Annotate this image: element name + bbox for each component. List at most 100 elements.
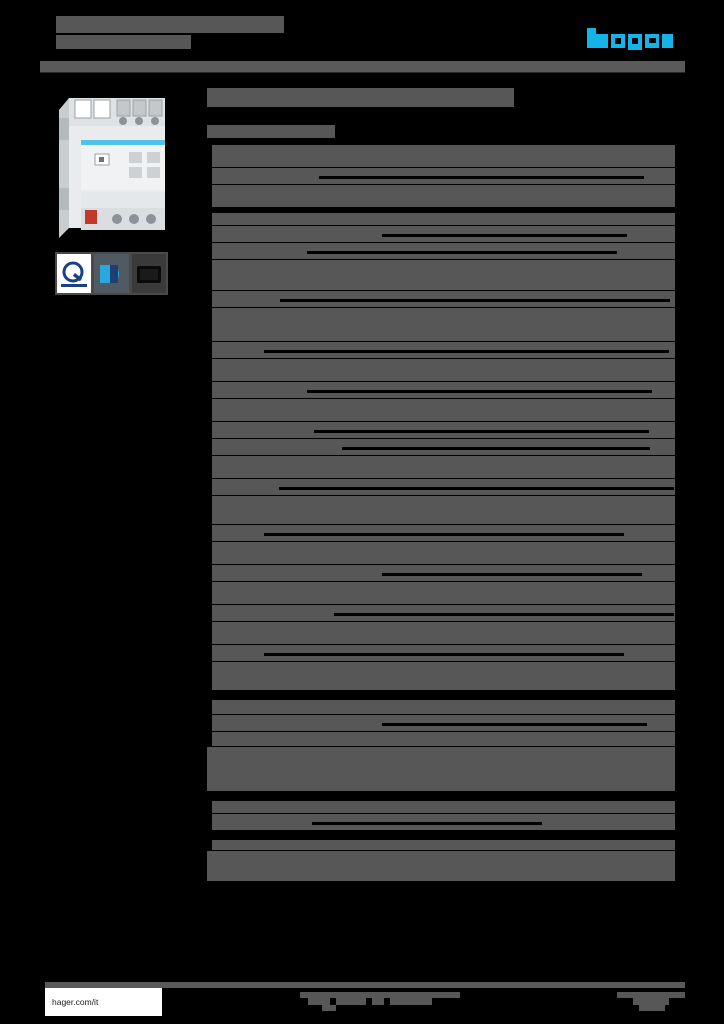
- row-value-gap: [382, 234, 627, 237]
- row-value-gap: [334, 613, 674, 616]
- row-label-divider: [207, 226, 212, 242]
- row-redaction: [207, 622, 675, 644]
- group-separator: [207, 831, 675, 840]
- row-label-divider: [207, 814, 212, 830]
- header-rule-thin: [40, 72, 685, 73]
- product-photo: [55, 88, 177, 240]
- row-label-divider: [207, 422, 212, 438]
- row-label-divider: [207, 525, 212, 541]
- table-row: [207, 145, 675, 167]
- footer-center-redacted: [300, 992, 460, 1011]
- row-redaction: [207, 700, 675, 714]
- row-value-gap: [279, 487, 674, 490]
- table-row: [207, 456, 675, 478]
- table-row: [207, 732, 675, 746]
- quality-mark-icon: [57, 254, 92, 293]
- hager-logo: [587, 28, 685, 58]
- row-value-gap: [314, 430, 649, 433]
- table-row: [207, 213, 675, 225]
- table-row: [207, 851, 675, 881]
- row-redaction: [207, 359, 675, 381]
- table-row: [207, 399, 675, 421]
- footer-right-redacted: [617, 992, 685, 1011]
- row-label-divider: [207, 715, 212, 731]
- table-row: [207, 185, 675, 207]
- table-row: [207, 622, 675, 644]
- row-label-divider: [207, 496, 212, 524]
- din-rail-module-illustration: [59, 98, 165, 238]
- row-redaction: [207, 801, 675, 813]
- row-label-divider: [207, 291, 212, 307]
- table-row: [207, 662, 675, 690]
- table-row: [207, 747, 675, 791]
- row-redaction: [207, 496, 675, 524]
- table-row: [207, 582, 675, 604]
- table-row: [207, 479, 675, 495]
- row-value-gap: [264, 533, 624, 536]
- row-label-divider: [207, 168, 212, 184]
- row-redaction: [207, 840, 675, 850]
- row-value-gap: [312, 822, 542, 825]
- page-header: [40, 14, 685, 76]
- row-label-divider: [207, 213, 212, 225]
- table-row: [207, 243, 675, 259]
- row-label-divider: [207, 662, 212, 690]
- row-redaction: [207, 662, 675, 690]
- table-row: [207, 308, 675, 341]
- row-label-divider: [207, 801, 212, 813]
- table-row: [207, 168, 675, 184]
- table-row: [207, 226, 675, 242]
- table-row: [207, 525, 675, 541]
- main-content: [207, 88, 675, 882]
- row-value-gap: [264, 350, 669, 353]
- table-row: [207, 359, 675, 381]
- footer-rule: [45, 982, 685, 988]
- row-value-gap: [264, 653, 624, 656]
- row-label-divider: [207, 243, 212, 259]
- row-label-divider: [207, 145, 212, 167]
- row-label-divider: [207, 308, 212, 341]
- knx-logo-icon: [94, 254, 129, 293]
- row-label-divider: [207, 260, 212, 290]
- group-separator: [207, 792, 675, 801]
- row-value-gap: [280, 299, 670, 302]
- table-row: [207, 565, 675, 581]
- row-label-divider: [207, 185, 212, 207]
- page-title-redacted: [56, 16, 284, 33]
- footer-url-box[interactable]: hager.com/it: [45, 988, 162, 1016]
- table-row: [207, 382, 675, 398]
- table-row: [207, 422, 675, 438]
- row-value-gap: [307, 390, 652, 393]
- table-row: [207, 260, 675, 290]
- header-title-block: [56, 16, 284, 49]
- document-icon: [131, 254, 166, 293]
- row-redaction: [207, 308, 675, 341]
- row-redaction: [207, 399, 675, 421]
- certification-icon-row: [55, 252, 168, 295]
- row-redaction: [207, 732, 675, 746]
- row-label-divider: [207, 479, 212, 495]
- table-row: [207, 840, 675, 850]
- table-row: [207, 542, 675, 564]
- row-label-divider: [207, 605, 212, 621]
- header-rule: [40, 61, 685, 72]
- table-row: [207, 439, 675, 455]
- row-value-gap: [382, 723, 647, 726]
- row-label-divider: [207, 840, 212, 850]
- row-redaction: [207, 582, 675, 604]
- row-redaction: [207, 213, 675, 225]
- row-label-divider: [207, 456, 212, 478]
- row-redaction: [207, 851, 675, 881]
- table-row: [207, 291, 675, 307]
- table-row: [207, 496, 675, 524]
- row-label-divider: [207, 565, 212, 581]
- row-redaction: [207, 747, 675, 791]
- row-label-divider: [207, 542, 212, 564]
- row-label-divider: [207, 439, 212, 455]
- table-row: [207, 342, 675, 358]
- row-redaction: [207, 542, 675, 564]
- row-label-divider: [207, 582, 212, 604]
- row-label-divider: [207, 342, 212, 358]
- row-label-divider: [207, 732, 212, 746]
- table-row: [207, 645, 675, 661]
